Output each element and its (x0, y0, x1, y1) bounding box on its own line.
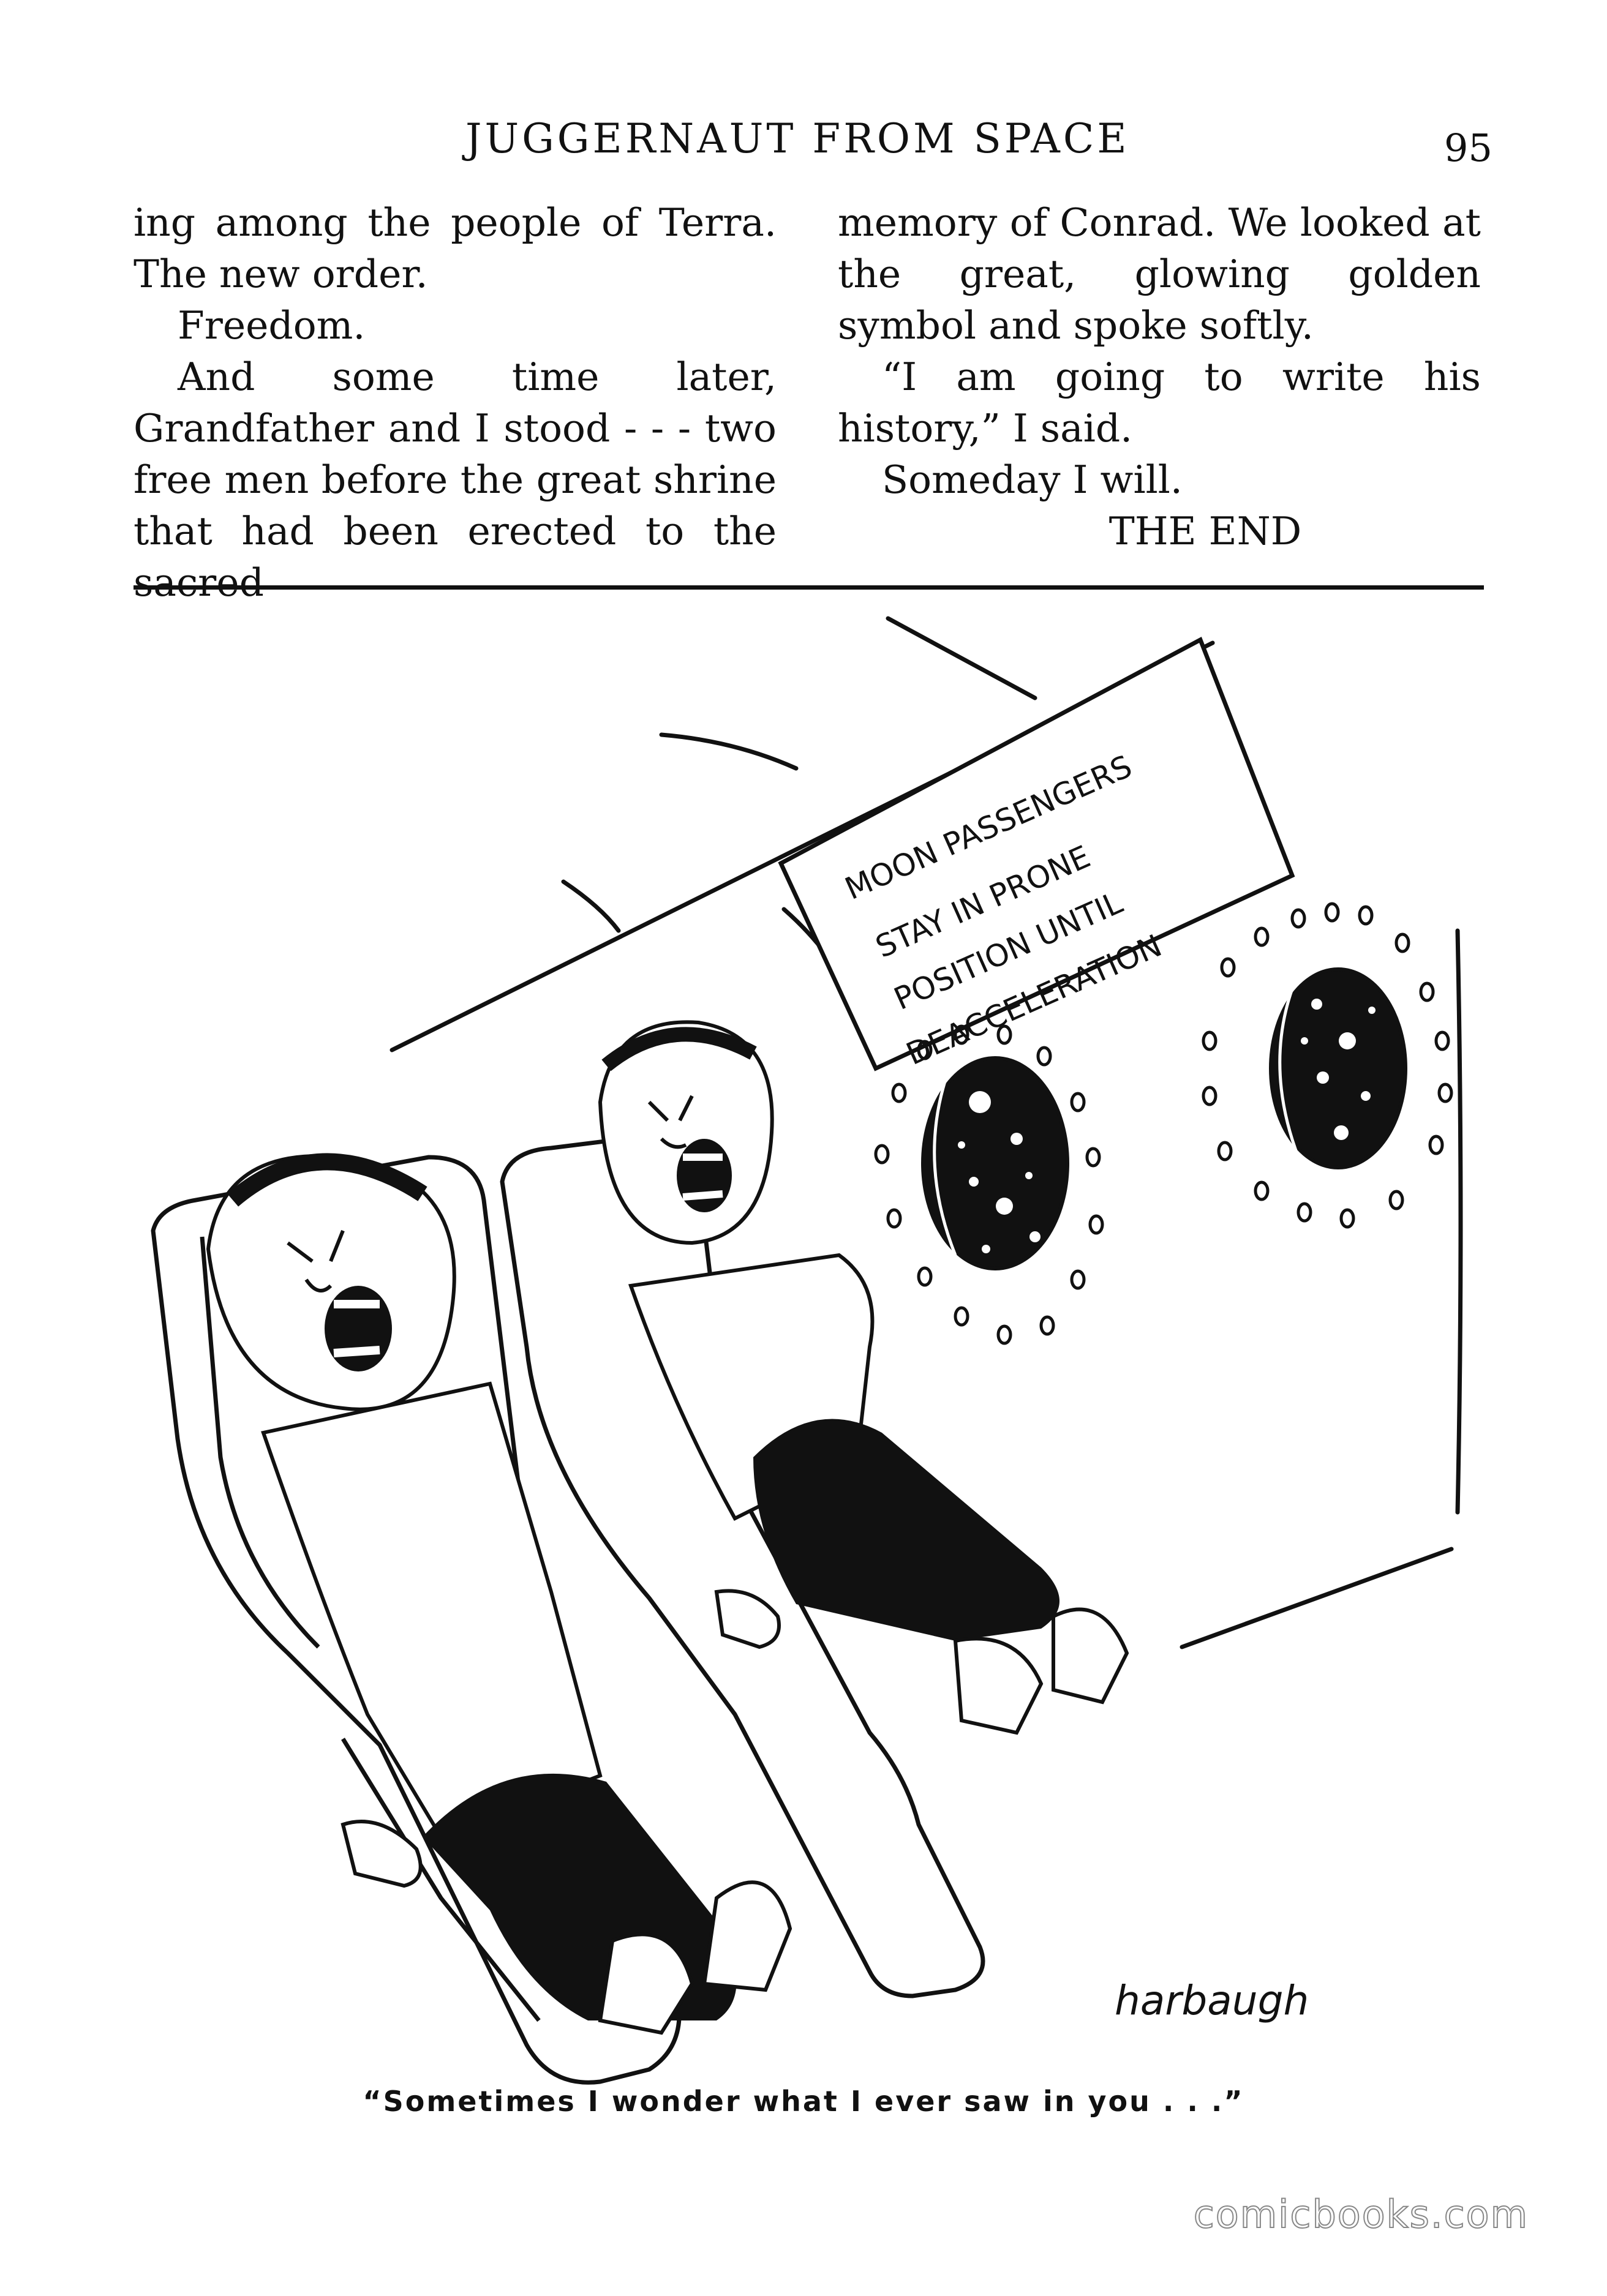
cartoon-caption: “Sometimes I wonder what I ever saw in y… (363, 2085, 1244, 2118)
watermark: comicbooks.com (1193, 2191, 1529, 2237)
passenger-left (206, 1153, 792, 2035)
running-head: JUGGERNAUT FROM SPACE (465, 115, 1130, 162)
paragraph: Freedom. (178, 303, 366, 348)
artist-signature: harbaugh (1115, 1977, 1309, 2024)
cabin-floor-line (1180, 1547, 1454, 1649)
paragraph: Someday I will. (882, 457, 1183, 502)
cabin-wall-line (1455, 928, 1463, 1515)
warning-sign: MOON PASSENGERS STAY IN PRONE POSITION U… (778, 637, 1295, 1072)
the-end-label: THE END (1108, 509, 1302, 553)
page-number: 95 (1444, 126, 1492, 170)
porthole-left (874, 1024, 1104, 1345)
right-text-column: memory of Conrad. We looked at the great… (838, 197, 1481, 557)
paragraph: ing among the people of Terra. The new o… (134, 200, 777, 296)
left-text-column: ing among the people of Terra. The new o… (134, 197, 777, 609)
porthole-right (1202, 902, 1453, 1229)
paragraph: And some time later, Grandfather and I s… (134, 355, 777, 605)
ceiling-stroke (561, 879, 621, 933)
paragraph: memory of Conrad. We looked at the great… (838, 200, 1481, 348)
passenger-right (598, 1020, 1129, 1735)
ceiling-stroke (659, 732, 799, 771)
ceiling-stroke (886, 616, 1037, 700)
divider-rule (134, 585, 1484, 590)
paragraph: “I am going to write his history,” I sai… (838, 355, 1481, 451)
